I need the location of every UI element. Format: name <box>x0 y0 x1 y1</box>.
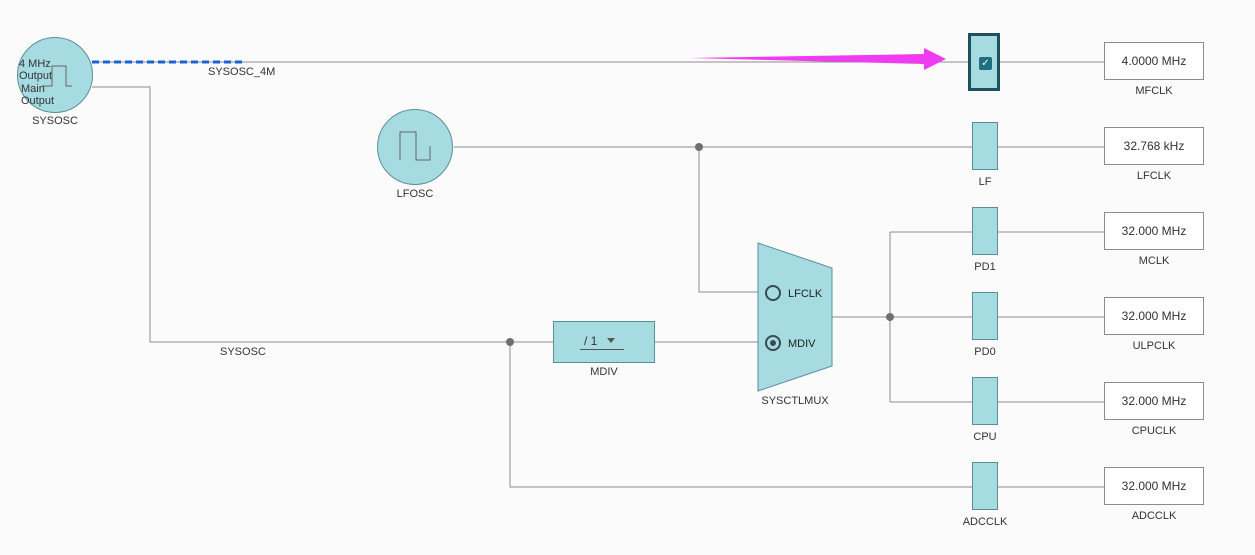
lfclk-label: LFCLK <box>1136 170 1172 182</box>
gate-pd0[interactable] <box>972 292 998 340</box>
ulpclk-frequency[interactable]: 32.000 MHz <box>1104 297 1204 335</box>
lfosc-name: LFOSC <box>396 188 434 200</box>
junction-dot <box>695 143 703 151</box>
wire-sysosc-main <box>92 86 553 343</box>
adcclk-label: ADCCLK <box>1131 510 1177 522</box>
gate-pd1[interactable] <box>972 207 998 255</box>
mdiv-underline <box>580 349 624 350</box>
sysctlmux-block <box>757 242 833 392</box>
mux-option-lfclk-label[interactable]: LFCLK <box>788 288 823 300</box>
gate-adcclk-label: ADCCLK <box>962 516 1008 528</box>
mclk-label: MCLK <box>1138 255 1170 267</box>
checkbox-checked-icon[interactable]: ✓ <box>979 57 992 70</box>
sysosc-signal-label: SYSOSC <box>220 346 266 358</box>
ulpclk-label: ULPCLK <box>1132 340 1176 352</box>
mux-radio-lfclk[interactable] <box>765 285 781 301</box>
mux-option-mdiv-label[interactable]: MDIV <box>788 338 816 350</box>
sysosc-4mhz-output-label: 4 MHz Output <box>19 58 53 82</box>
junction-dot <box>886 313 894 321</box>
mfclk-label: MFCLK <box>1135 85 1173 97</box>
gate-cpu-label: CPU <box>973 431 997 443</box>
mfclk-frequency[interactable]: 4.0000 MHz <box>1104 42 1204 80</box>
mdiv-divider-select[interactable]: / 1 <box>553 321 655 363</box>
sysosc-name: SYSOSC <box>32 115 78 127</box>
gate-pd0-label: PD0 <box>974 346 996 358</box>
pointer-arrow-icon <box>690 48 946 70</box>
gate-lf[interactable] <box>972 122 998 170</box>
mux-radio-mdiv[interactable] <box>765 335 781 351</box>
lfclk-frequency[interactable]: 32.768 kHz <box>1104 127 1204 165</box>
sysosc-block[interactable] <box>17 37 93 113</box>
cpuclk-label: CPUCLK <box>1131 425 1177 437</box>
square-wave-icon <box>399 131 431 161</box>
caret-down-icon <box>607 338 615 343</box>
junction-dot <box>506 338 514 346</box>
sysctlmux-name: SYSCTLMUX <box>761 395 829 407</box>
mfclk-enable-gate[interactable]: ✓ <box>968 33 1000 91</box>
sysosc-4m-signal-label: SYSOSC_4M <box>208 66 276 78</box>
wire-sysosc-adcclk <box>509 342 972 488</box>
adcclk-frequency[interactable]: 32.000 MHz <box>1104 467 1204 505</box>
gate-lf-label: LF <box>978 176 992 188</box>
lfosc-block[interactable] <box>377 109 453 185</box>
gate-pd1-label: PD1 <box>974 261 996 273</box>
gate-cpu[interactable] <box>972 377 998 425</box>
mdiv-value: / 1 <box>584 334 598 348</box>
square-wave-icon <box>42 65 72 87</box>
sysosc-main-output-label: Main Output <box>21 83 55 107</box>
mclk-frequency[interactable]: 32.000 MHz <box>1104 212 1204 250</box>
cpuclk-frequency[interactable]: 32.000 MHz <box>1104 382 1204 420</box>
wire-lfosc-mux <box>698 147 760 293</box>
mdiv-name: MDIV <box>590 366 618 378</box>
gate-adcclk[interactable] <box>972 462 998 510</box>
